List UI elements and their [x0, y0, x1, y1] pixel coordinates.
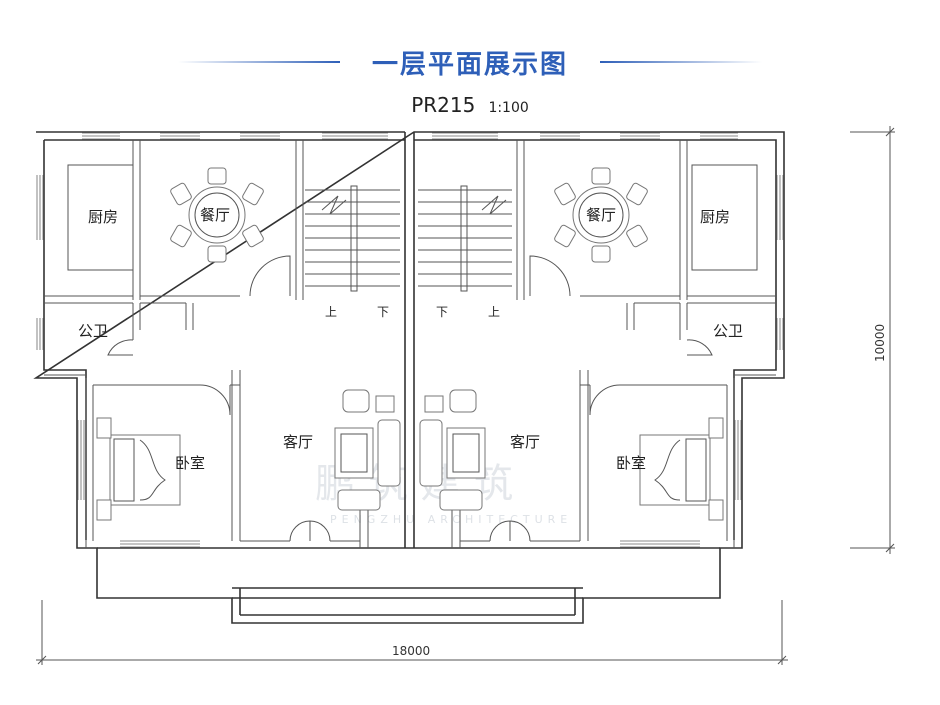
title-decor-line-right [600, 61, 762, 63]
room-dining-left: 餐厅 [200, 206, 230, 224]
room-living-left: 客厅 [283, 433, 313, 451]
sofa-set-right [419, 389, 486, 511]
door-swings [107, 255, 713, 542]
sofa-set-left [334, 389, 401, 511]
depth-dimension-label: 10000 [873, 324, 887, 362]
dining-table-right [554, 167, 648, 263]
bed-right [639, 417, 724, 521]
top-windows [82, 132, 738, 140]
dimension-width: 18000 [36, 600, 788, 665]
width-dimension-label: 18000 [392, 644, 430, 658]
room-bedroom-right: 卧室 [616, 454, 646, 472]
stair-up-left: 上 [325, 305, 337, 319]
kitchen-counter-right [691, 164, 758, 271]
stair-down-right: 下 [436, 305, 448, 319]
plan-scale: 1:100 [488, 100, 529, 116]
dining-table-left [170, 167, 264, 263]
plan-code: PR215 [411, 93, 476, 117]
stair-right [418, 185, 512, 292]
right-unit-walls [451, 140, 776, 548]
dimension-depth: 10000 [850, 126, 895, 554]
room-bedroom-left: 卧室 [175, 454, 205, 472]
stair-left [305, 185, 400, 292]
room-kitchen-left: 厨房 [88, 208, 118, 226]
side-windows [36, 175, 784, 548]
title-decor-line-left [178, 61, 340, 63]
kitchen-counter-left [67, 164, 134, 271]
room-living-right: 客厅 [510, 433, 540, 451]
outer-walls [33, 131, 785, 624]
plan-subtitle: PR215 1:100 [0, 93, 940, 117]
room-dining-right: 餐厅 [586, 206, 616, 224]
room-kitchen-right: 厨房 [700, 208, 730, 226]
stair-down-left: 下 [377, 305, 389, 319]
stair-up-right: 上 [488, 305, 500, 319]
bed-left [96, 417, 181, 521]
room-toilet-left: 公卫 [78, 322, 108, 340]
page-title: 一层平面展示图 [371, 50, 568, 80]
watermark-subtext: PENGZHU ARCHITECTURE [330, 513, 572, 526]
room-toilet-right: 公卫 [713, 322, 743, 340]
